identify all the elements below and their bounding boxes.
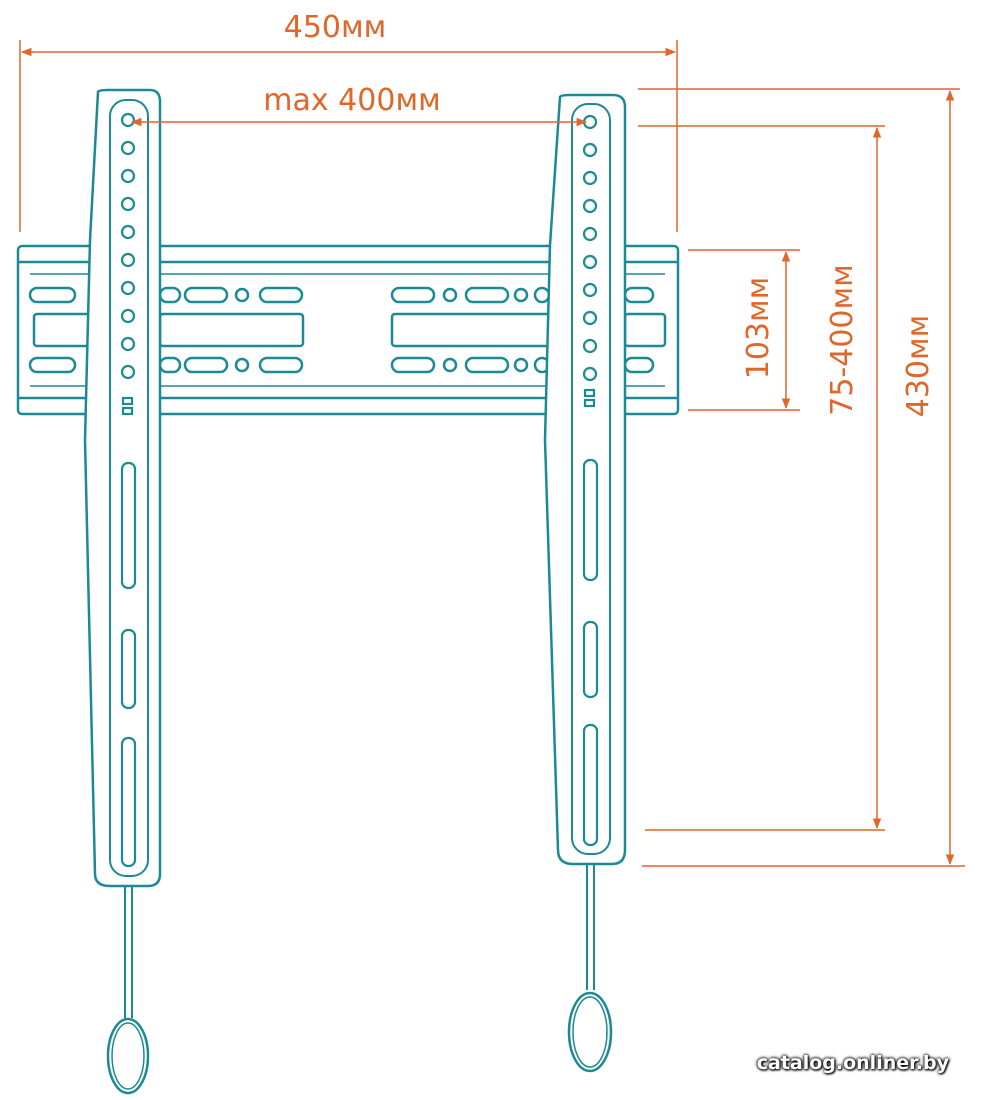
hole-spacing-label: max 400мм: [263, 83, 440, 118]
vertical-range-label: 75-400мм: [825, 264, 860, 416]
watermark: catalog.onliner.by: [756, 1052, 949, 1074]
right-vertical-arm: [543, 93, 627, 1073]
dimension-lines: [19, 40, 965, 867]
left-vertical-arm: [83, 88, 162, 1095]
width-dimension-label: 450мм: [284, 10, 387, 45]
overall-height-label: 430мм: [901, 315, 936, 418]
rail-height-label: 103мм: [741, 277, 776, 380]
